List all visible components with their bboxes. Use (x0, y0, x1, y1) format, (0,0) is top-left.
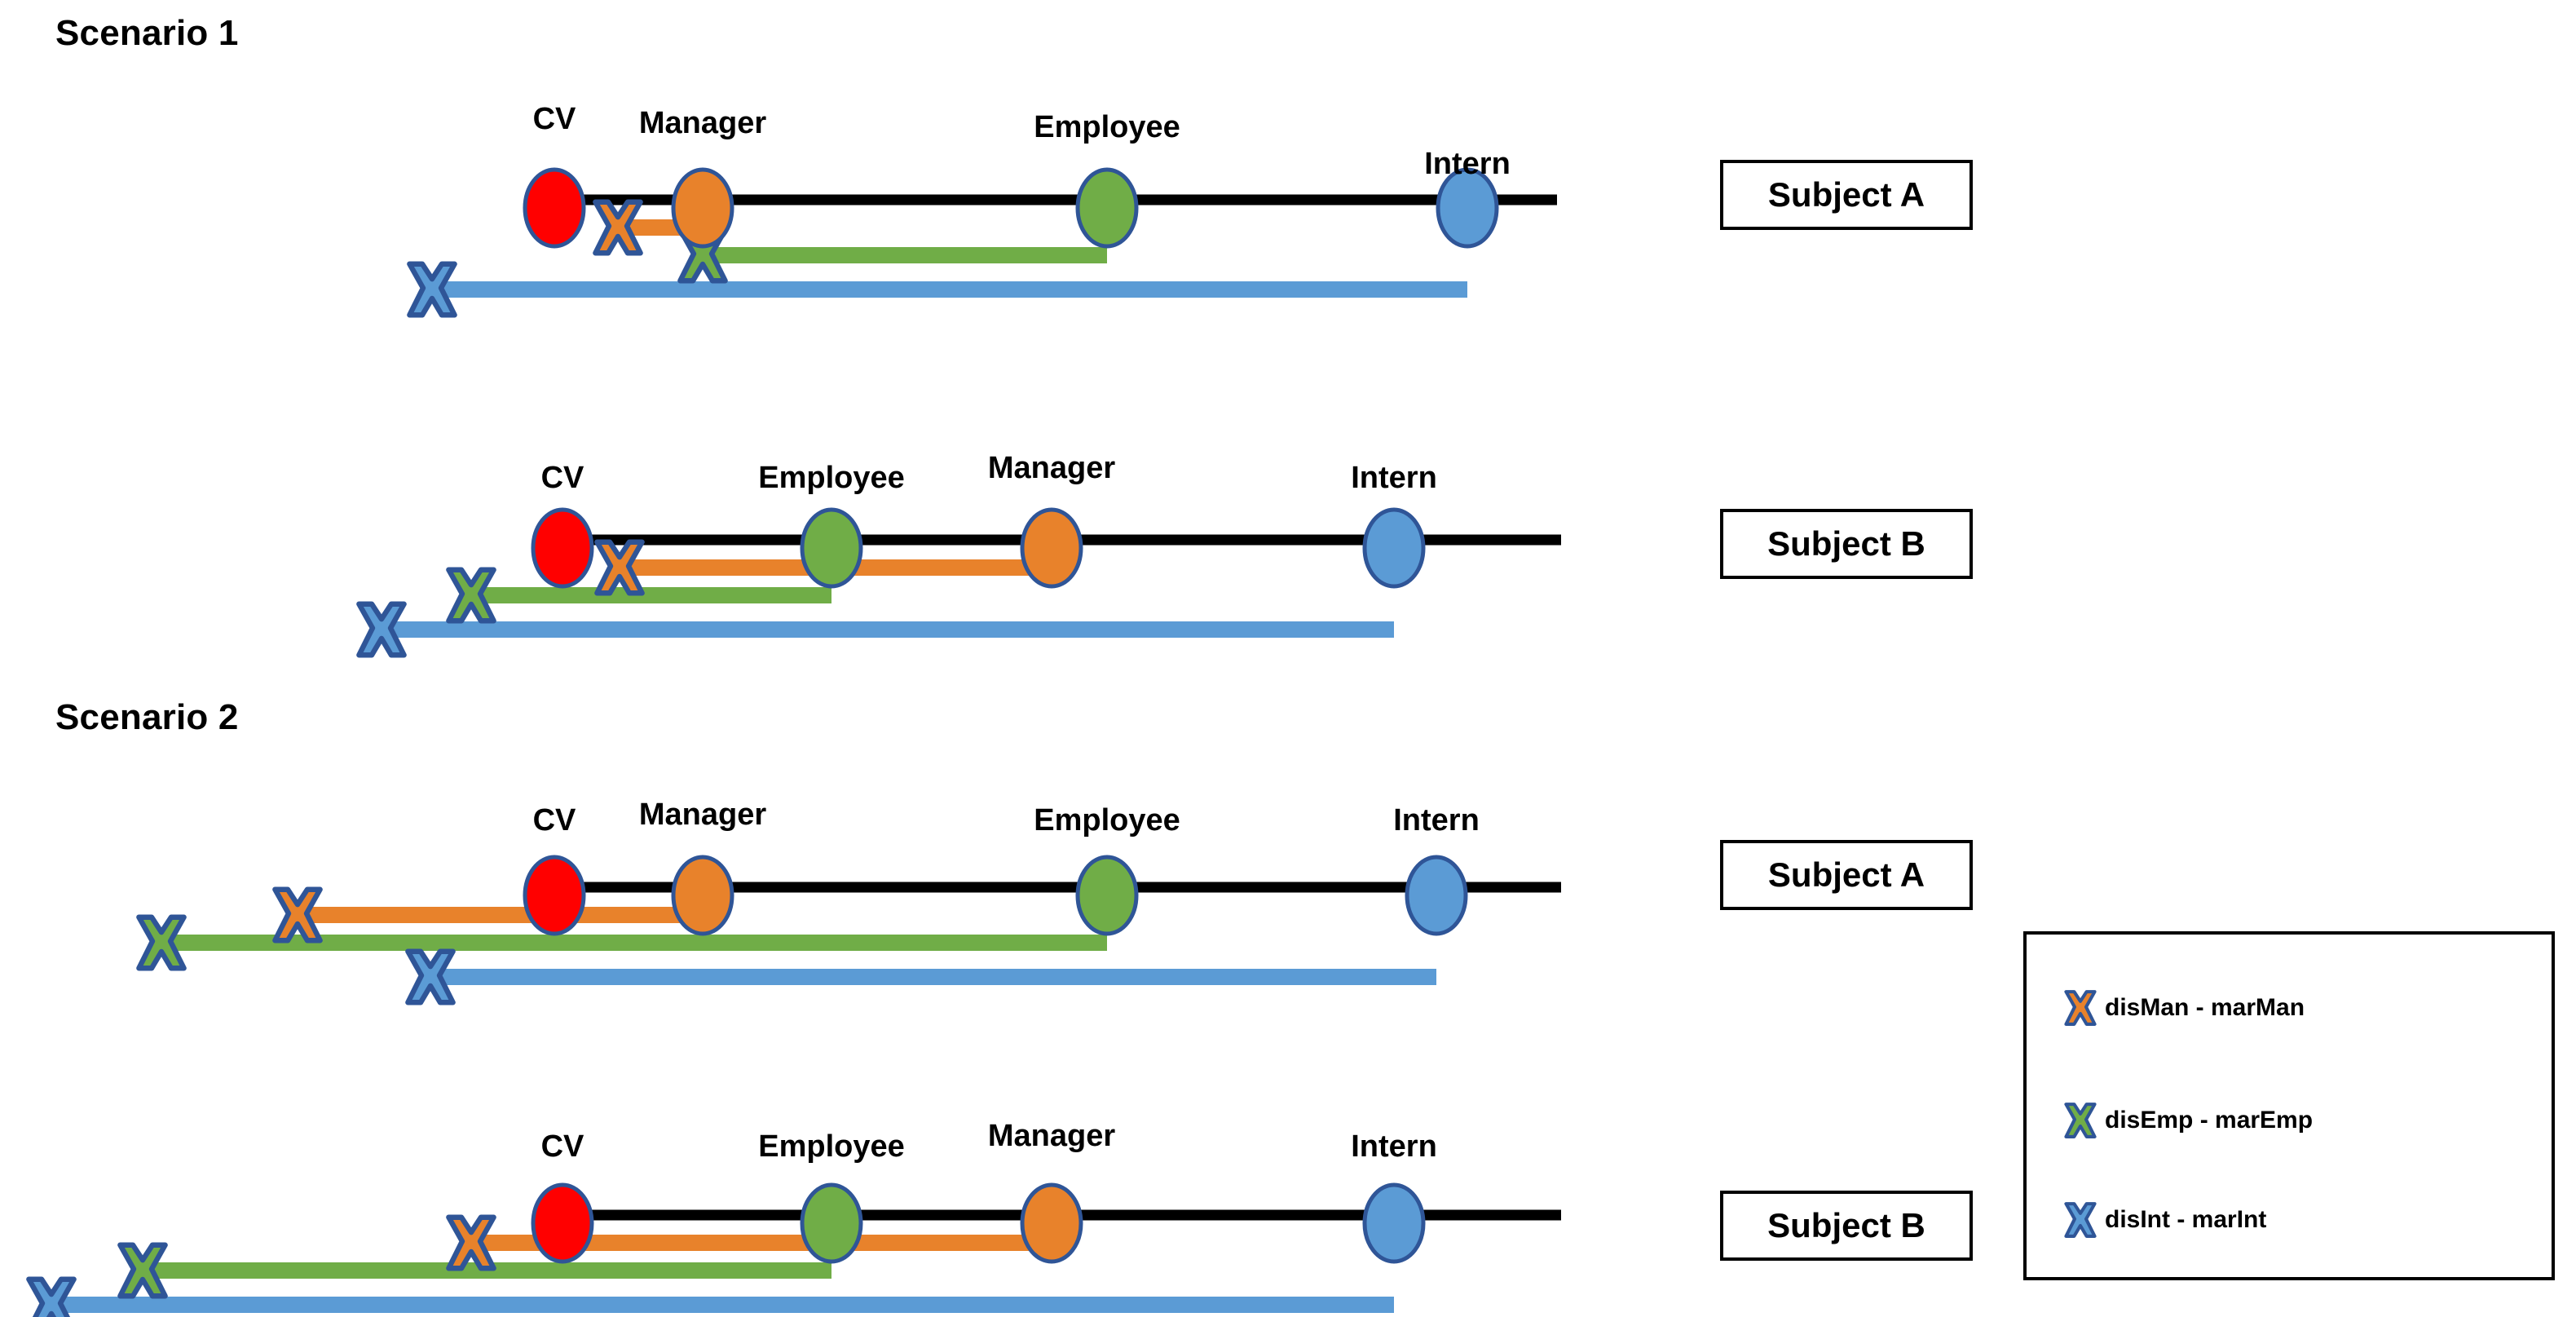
s1-subject-b-timeline (359, 507, 1561, 655)
subject-label: Subject A (1767, 855, 1925, 894)
subject-label: Subject A (1767, 175, 1925, 214)
subject-box-s1-a[interactable]: Subject A (1720, 160, 1973, 230)
x-marker-orange-icon (2043, 983, 2118, 1032)
legend-label-disemp: disEmp - marEmp (2105, 1107, 2314, 1134)
s1-subject-a-timeline-label-employee: Employee (1034, 110, 1180, 144)
s2-subject-a-timeline (139, 855, 1561, 1002)
subject-box-s2-b[interactable]: Subject B (1720, 1191, 1973, 1261)
scenario-1-title: Scenario 1 (55, 13, 239, 53)
s2-subject-a-timeline-label-manager: Manager (638, 798, 767, 832)
s1-subject-b-timeline-node-cv[interactable] (531, 507, 594, 589)
legend-label-disman: disMan - marMan (2105, 994, 2305, 1021)
s1-subject-b-timeline-node-intern[interactable] (1362, 507, 1426, 589)
s2-subject-a-timeline-node-employee[interactable] (1075, 855, 1139, 936)
s2-subject-b-timeline-label-employee: Employee (758, 1129, 905, 1164)
scenario-2-title: Scenario 2 (55, 697, 239, 737)
s1-subject-a-timeline-label-intern: Intern (1424, 147, 1511, 181)
s2-subject-b-timeline-node-cv[interactable] (531, 1182, 594, 1264)
s1-subject-a-timeline (409, 167, 1557, 315)
s2-subject-b-timeline-label-cv: CV (540, 1129, 584, 1164)
s2-subject-a-timeline-label-cv: CV (532, 803, 576, 837)
x-marker-blue-icon (2043, 1195, 2118, 1244)
s1-subject-b-timeline-label-manager: Manager (987, 451, 1116, 485)
s2-subject-a-timeline-node-intern[interactable] (1405, 855, 1468, 936)
legend-item-disemp[interactable]: disEmp - marEmp (2027, 1096, 2313, 1145)
s2-subject-b-timeline-node-manager[interactable] (1020, 1182, 1083, 1264)
s1-subject-a-timeline-node-employee[interactable] (1075, 167, 1139, 249)
s1-subject-b-timeline-label-intern: Intern (1351, 461, 1437, 495)
s1-subject-a-timeline-node-manager[interactable] (671, 167, 734, 249)
s1-subject-a-timeline-node-cv[interactable] (523, 167, 586, 249)
s2-subject-b-timeline-node-employee[interactable] (800, 1182, 863, 1264)
s1-subject-a-timeline-label-cv: CV (532, 102, 576, 136)
s1-subject-b-timeline-label-cv: CV (540, 461, 584, 495)
s2-subject-b-timeline-label-intern: Intern (1351, 1129, 1437, 1164)
x-marker-green-icon (2043, 1096, 2118, 1145)
s2-subject-a-timeline-label-employee: Employee (1034, 803, 1180, 837)
s2-subject-a-timeline-node-cv[interactable] (523, 855, 586, 936)
s1-subject-b-timeline-label-employee: Employee (758, 461, 905, 495)
s1-subject-b-timeline-node-employee[interactable] (800, 507, 863, 589)
s2-subject-a-timeline-node-manager[interactable] (671, 855, 734, 936)
s2-subject-b-timeline-node-intern[interactable] (1362, 1182, 1426, 1264)
s2-subject-a-timeline-label-intern: Intern (1393, 803, 1480, 837)
subject-box-s1-b[interactable]: Subject B (1720, 509, 1973, 579)
s1-subject-a-timeline-node-intern[interactable] (1436, 167, 1499, 249)
legend-label-disint: disInt - marInt (2105, 1206, 2267, 1233)
subject-label: Subject B (1767, 1206, 1925, 1244)
subject-label: Subject B (1767, 524, 1925, 563)
s2-subject-b-timeline-label-manager: Manager (987, 1119, 1116, 1153)
legend-box: disMan - marMan disEmp - marEmp disInt -… (2023, 931, 2555, 1280)
legend-item-disman[interactable]: disMan - marMan (2027, 983, 2305, 1032)
subject-box-s2-a[interactable]: Subject A (1720, 840, 1973, 910)
s1-subject-a-timeline-label-manager: Manager (638, 106, 767, 140)
s1-subject-b-timeline-node-manager[interactable] (1020, 507, 1083, 589)
legend-item-disint[interactable]: disInt - marInt (2027, 1195, 2266, 1244)
s2-subject-b-timeline (29, 1182, 1561, 1317)
